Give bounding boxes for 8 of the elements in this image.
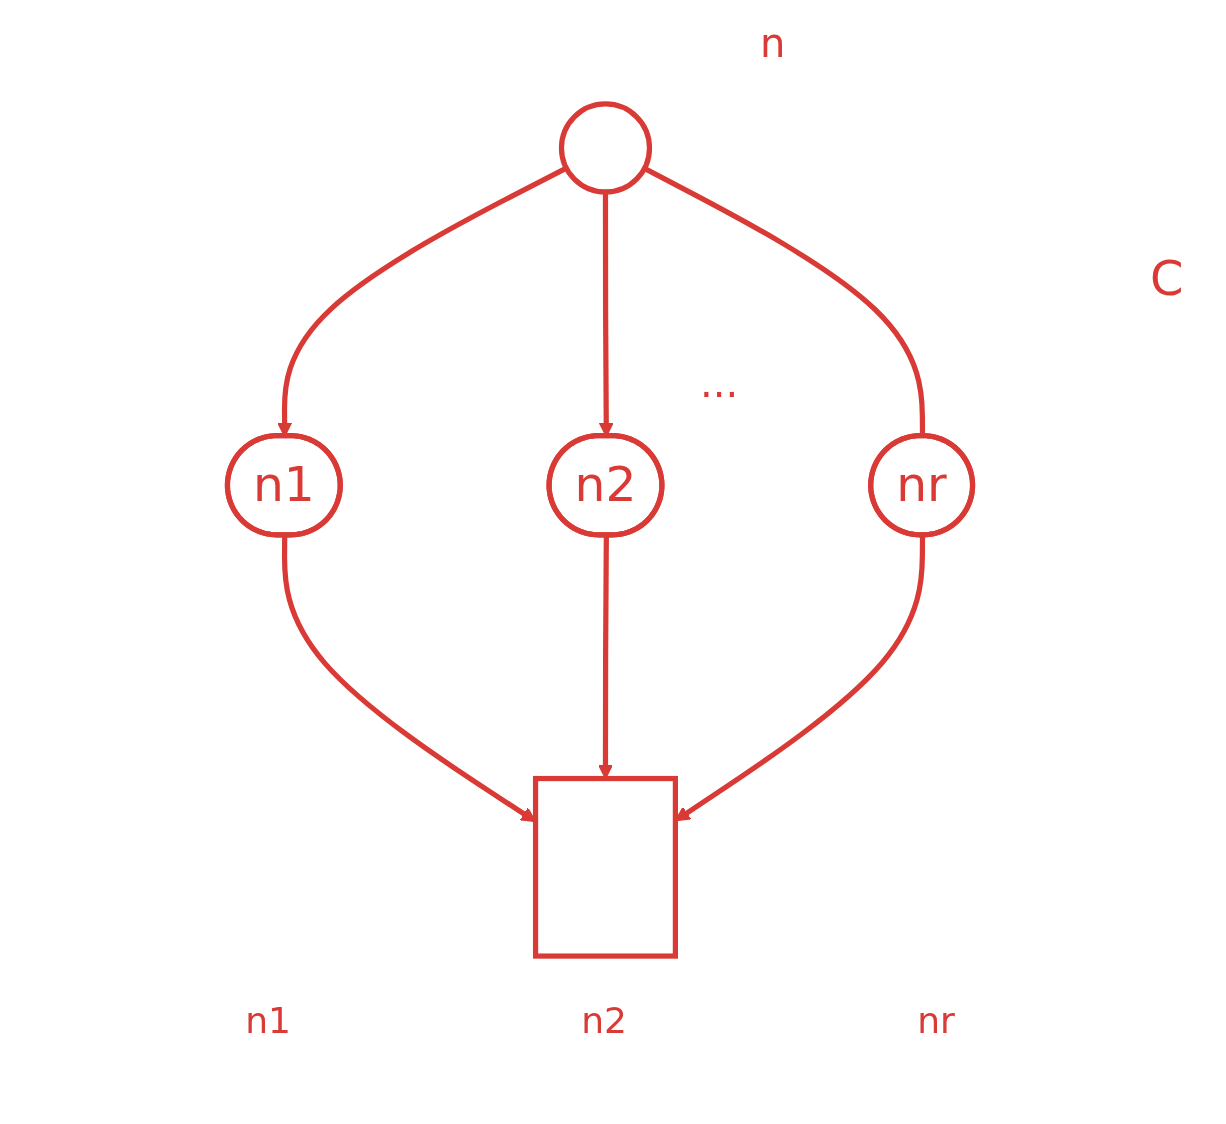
segment-label: n2 [581,1000,627,1041]
ellipsis-label: ... [700,360,739,406]
segment-label: nr [917,1000,955,1041]
side-label: C [1150,250,1184,306]
segment-label: n1 [245,1000,291,1041]
node-bar [532,775,678,959]
set-label: n [760,20,786,66]
node-circle [558,101,653,195]
